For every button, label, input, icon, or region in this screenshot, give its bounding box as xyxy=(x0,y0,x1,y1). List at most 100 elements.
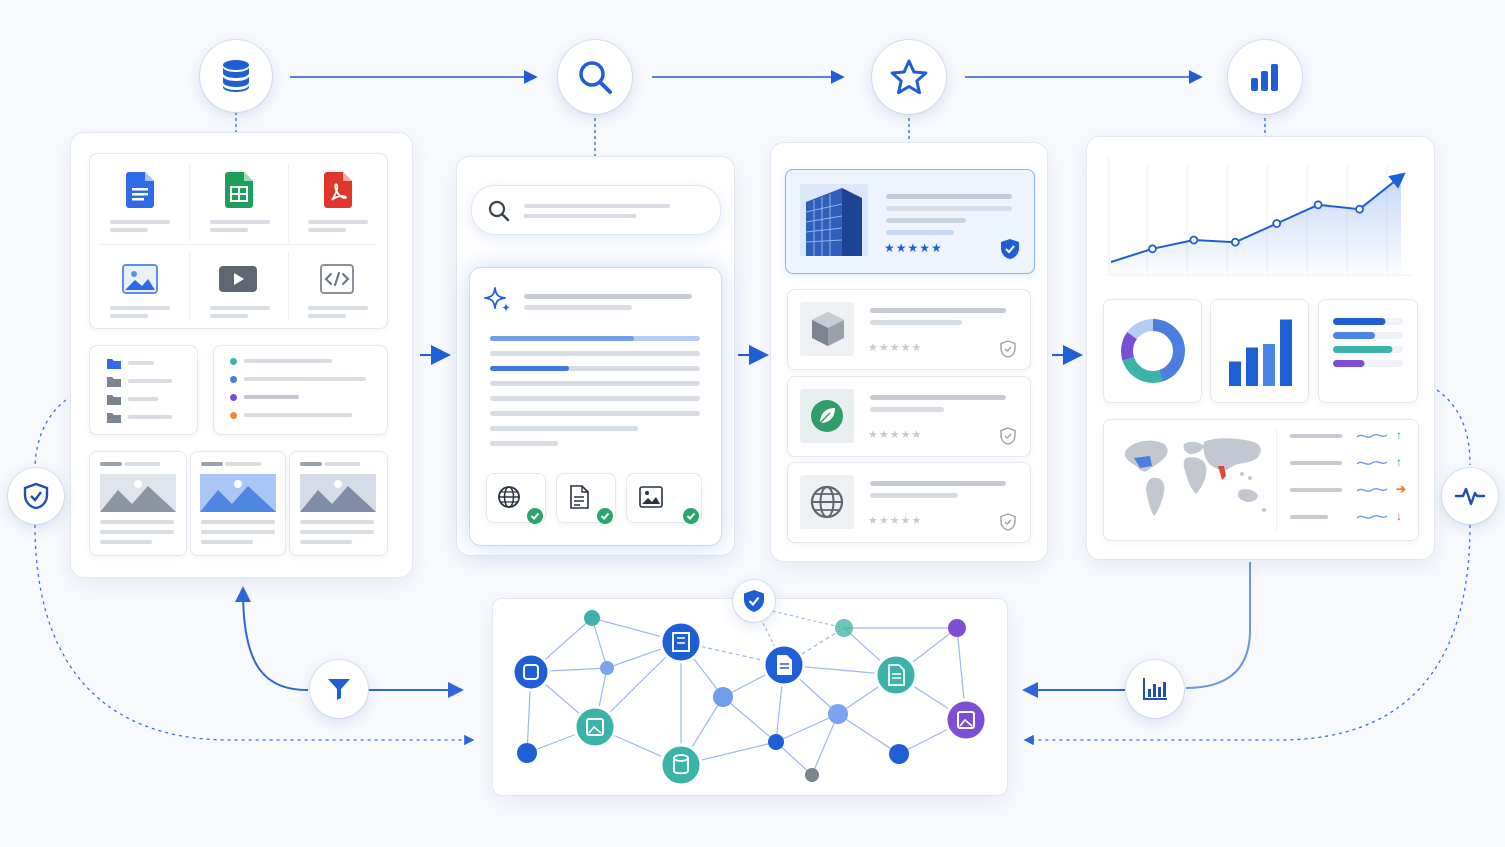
cube-icon xyxy=(812,312,844,346)
shield-check-icon xyxy=(744,590,764,612)
shield-check-icon xyxy=(1000,340,1016,358)
graph-node[interactable] xyxy=(874,653,918,697)
result-card[interactable]: ★★★★★ xyxy=(787,462,1031,543)
graph-node[interactable] xyxy=(768,734,784,750)
sparkline xyxy=(1356,488,1388,492)
donut-chart xyxy=(1121,319,1185,383)
building-icon xyxy=(800,184,868,256)
file-types-grid xyxy=(89,153,388,329)
trend-label xyxy=(1290,461,1342,465)
graph-node[interactable] xyxy=(600,661,614,675)
check-icon xyxy=(597,508,613,524)
sparkle-icon xyxy=(484,287,510,312)
ai-answer-card[interactable] xyxy=(469,267,722,546)
horizontal-bar xyxy=(1333,318,1386,325)
search-input[interactable] xyxy=(471,185,721,235)
star-icon xyxy=(890,59,928,95)
source-chip-doc[interactable] xyxy=(556,473,616,524)
horizontal-bar xyxy=(1333,346,1393,353)
trend-label xyxy=(1290,488,1342,492)
graph-node[interactable] xyxy=(511,652,551,692)
graph-node[interactable] xyxy=(828,704,848,724)
graph-node[interactable] xyxy=(713,687,733,707)
step-rank[interactable] xyxy=(872,40,946,114)
graph-node[interactable] xyxy=(659,620,703,664)
search-icon xyxy=(488,200,510,222)
graph-node[interactable] xyxy=(948,619,966,637)
trend-down-icon: ↓ xyxy=(1396,509,1402,523)
trend-point xyxy=(1313,200,1323,210)
globe-icon xyxy=(810,485,844,519)
bar xyxy=(1263,344,1275,386)
source-chip-web[interactable] xyxy=(486,473,546,524)
monitoring-node[interactable] xyxy=(1442,468,1498,524)
graph-node[interactable] xyxy=(659,743,703,787)
star-rating: ★★★★★ xyxy=(884,241,943,255)
image-thumbnail xyxy=(200,474,276,512)
sparkline xyxy=(1356,461,1388,465)
bar-chart-icon xyxy=(1143,678,1167,700)
shield-check-icon xyxy=(1000,513,1016,531)
database-icon xyxy=(223,60,249,92)
step-ingest[interactable] xyxy=(200,40,272,112)
donut-slice xyxy=(1121,319,1185,383)
result-card[interactable]: ★★★★★ xyxy=(787,289,1031,370)
knowledge-graph-panel xyxy=(492,598,1008,796)
graph-node[interactable] xyxy=(835,619,853,637)
graph-node[interactable] xyxy=(889,744,909,764)
image-thumbnail xyxy=(300,474,376,512)
graph-node[interactable] xyxy=(573,705,617,749)
code-icon[interactable] xyxy=(320,264,354,294)
star-rating: ★★★★★ xyxy=(868,515,923,527)
document-icon[interactable] xyxy=(124,172,156,208)
ingest-panel xyxy=(70,132,413,578)
media-card xyxy=(89,451,187,556)
result-card-top[interactable]: ★★★★★ xyxy=(785,169,1035,274)
search-icon xyxy=(579,61,612,94)
graph-node[interactable] xyxy=(805,768,819,782)
pdf-icon[interactable] xyxy=(322,172,354,208)
graph-security-badge[interactable] xyxy=(733,580,775,622)
insights-panel: ↑↑➔↓ xyxy=(1086,136,1435,560)
result-card[interactable]: ★★★★★ xyxy=(787,376,1031,457)
image-icon xyxy=(639,486,663,508)
graph-node[interactable] xyxy=(517,743,537,763)
ranking-panel: ★★★★★ ★★★★★ ★★★★★ xyxy=(770,142,1048,562)
spreadsheet-icon[interactable] xyxy=(223,172,255,208)
donut-chart-card xyxy=(1103,299,1202,403)
step-search[interactable] xyxy=(558,40,632,114)
world-map-card: ↑↑➔↓ xyxy=(1103,419,1419,541)
shield-check-icon xyxy=(1001,239,1019,259)
shield-check-icon xyxy=(1000,427,1016,445)
image-thumbnail xyxy=(100,474,176,512)
media-card xyxy=(190,451,286,556)
leaf-icon xyxy=(811,400,843,432)
bar xyxy=(1280,319,1292,386)
video-icon[interactable] xyxy=(218,264,258,294)
image-icon[interactable] xyxy=(122,264,158,294)
sparkline xyxy=(1356,434,1388,438)
governance-node[interactable] xyxy=(8,468,64,524)
analytics-node[interactable] xyxy=(1126,660,1184,718)
graph-node[interactable] xyxy=(762,643,806,687)
trend-point xyxy=(1272,219,1282,228)
sparkline xyxy=(1356,515,1388,519)
folder-icon xyxy=(107,359,121,423)
horizontal-bar-chart xyxy=(1333,318,1403,367)
document-icon xyxy=(570,485,589,509)
knowledge-graph xyxy=(511,606,988,787)
search-panel xyxy=(456,156,735,556)
check-icon xyxy=(527,508,543,524)
bar-chart-icon xyxy=(1251,64,1278,91)
folder-list xyxy=(89,345,198,435)
trend-up-icon: ↑ xyxy=(1396,428,1402,442)
check-icon xyxy=(683,508,699,524)
graph-node[interactable] xyxy=(584,610,600,626)
source-chip-image[interactable] xyxy=(626,473,702,524)
trend-up-icon: ↑ xyxy=(1396,455,1402,469)
filter-node[interactable] xyxy=(310,660,368,718)
shield-check-icon xyxy=(23,482,49,510)
step-insights[interactable] xyxy=(1228,40,1302,114)
bar-chart xyxy=(1229,319,1292,386)
graph-node[interactable] xyxy=(944,698,988,742)
